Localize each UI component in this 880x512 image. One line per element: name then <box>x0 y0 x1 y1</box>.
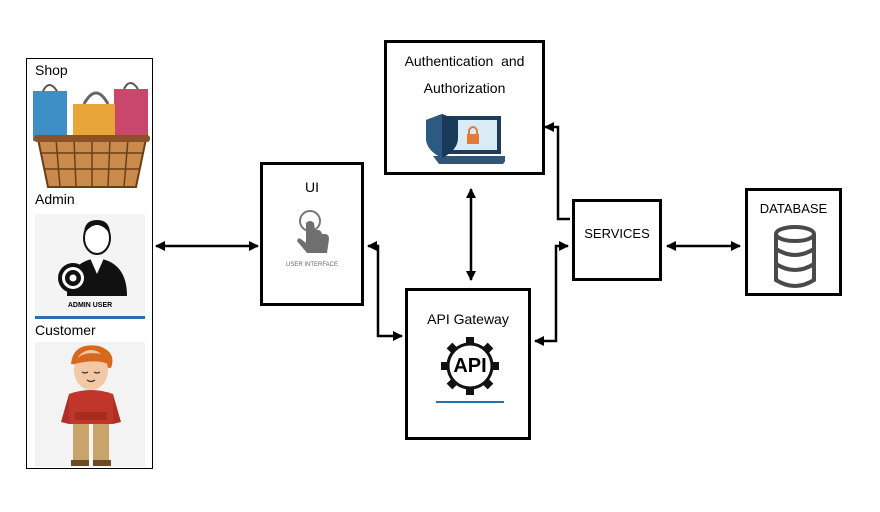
api-icon-text: API <box>453 355 487 377</box>
shop-label: Shop <box>35 62 68 78</box>
api-gateway-underline <box>436 401 504 403</box>
database-box: DATABASE <box>745 188 842 296</box>
touch-hand-icon <box>297 210 329 253</box>
database-title: DATABASE <box>759 201 828 216</box>
auth-title-line1: Authentication and <box>404 53 525 69</box>
ui-box: UI USER INTERFACE <box>260 162 364 306</box>
services-title: SERVICES <box>584 226 650 241</box>
customer-label: Customer <box>35 322 96 338</box>
ui-title: UI <box>305 179 319 195</box>
arrow-ui-gateway <box>367 241 403 341</box>
shopping-basket-icon <box>33 82 150 188</box>
ui-caption: USER INTERFACE <box>285 262 338 268</box>
admin-underline <box>35 316 145 319</box>
auth-title-line2: Authorization <box>423 80 506 96</box>
services-box: SERVICES <box>572 199 662 281</box>
api-gear-icon: API <box>438 337 502 395</box>
api-gateway-box: API Gateway API <box>405 288 531 440</box>
security-laptop-icon <box>426 114 505 164</box>
api-gateway-title: API Gateway <box>427 311 509 327</box>
arrow-services-auth <box>544 122 570 221</box>
arrow-services-gateway <box>534 241 569 346</box>
admin-user-icon: ADMIN USER <box>35 214 145 319</box>
actors-panel: Shop Admin ADMIN USER Custome <box>26 58 153 469</box>
database-icon <box>774 225 816 288</box>
auth-box: Authentication and Authorization <box>384 40 545 175</box>
admin-caption: ADMIN USER <box>67 302 113 309</box>
customer-person-icon <box>35 342 145 467</box>
admin-label: Admin <box>35 191 75 207</box>
